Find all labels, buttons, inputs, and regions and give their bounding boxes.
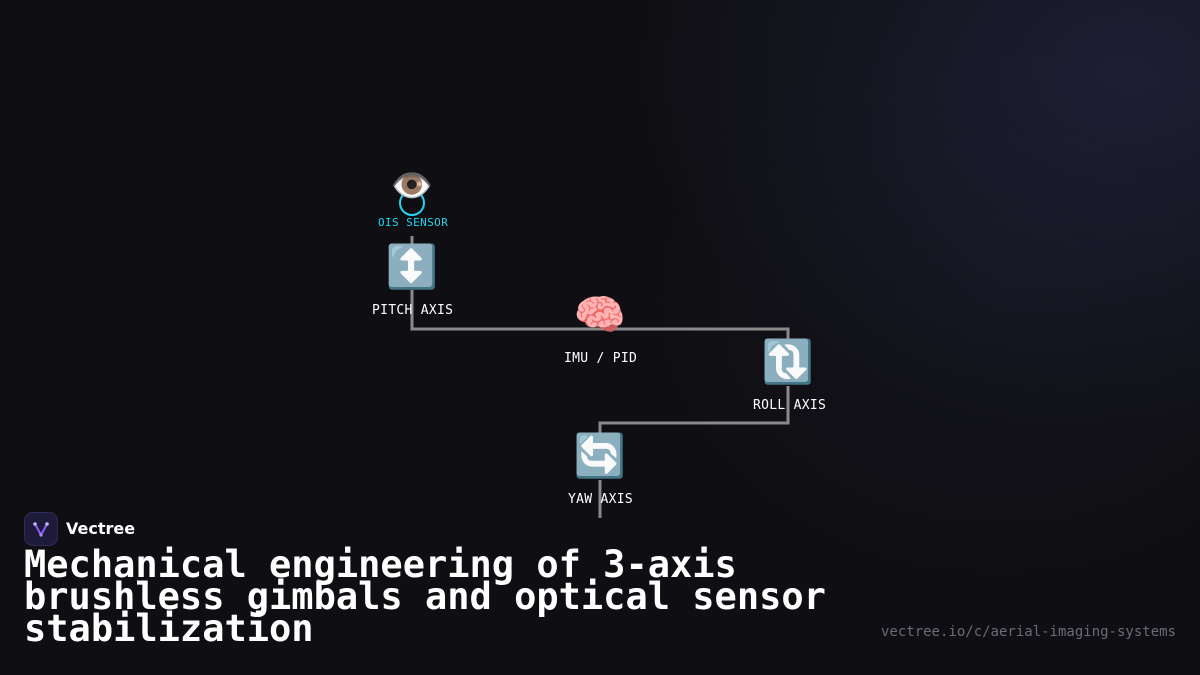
clockwise-arrows-icon: 🔃 (761, 337, 815, 386)
imu-pid-label: IMU / PID (564, 351, 638, 366)
vectree-logo-icon (24, 512, 58, 546)
pitch-axis-label: PITCH AXIS (372, 303, 454, 318)
counterclockwise-arrows-icon: 🔄 (573, 431, 627, 480)
source-url[interactable]: vectree.io/c/aerial-imaging-systems (880, 624, 1176, 640)
brain-icon: 🧠 (573, 290, 627, 339)
sensor-ring (399, 190, 425, 216)
yaw-axis-label: YAW AXIS (568, 492, 634, 507)
sensor-label: OIS SENSOR (378, 216, 449, 229)
edge-imu-roll (600, 327, 790, 340)
roll-axis-label: ROLL AXIS (753, 398, 827, 413)
edge-pitch-imu (410, 290, 600, 331)
page-title: Mechanical engineering of 3-axis brushle… (24, 543, 826, 650)
edge-roll-yaw (598, 386, 790, 436)
eye-icon: 👁️ (390, 166, 434, 206)
brand-name: Vectree (66, 519, 136, 538)
up-down-arrow-icon: ↕️ (385, 242, 439, 291)
